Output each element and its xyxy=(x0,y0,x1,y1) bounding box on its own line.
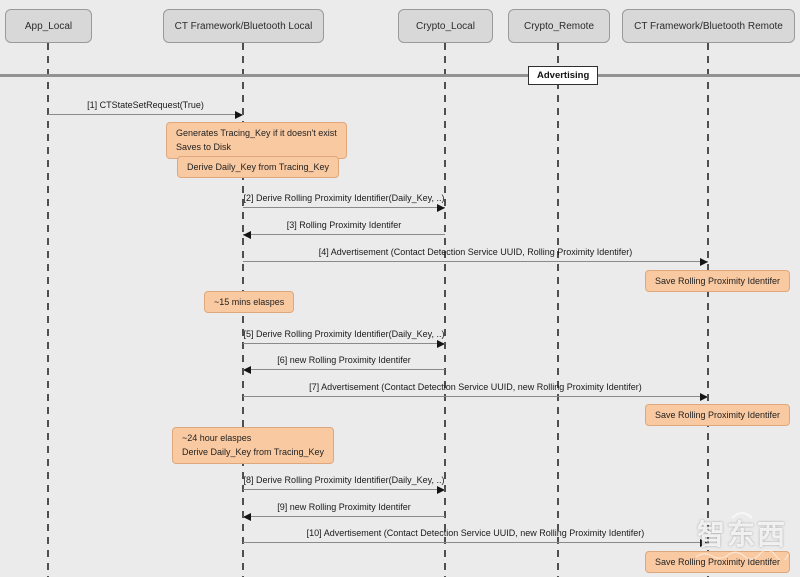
message-label: [6] new Rolling Proximity Identifer xyxy=(277,355,411,365)
arrow-right-icon xyxy=(243,204,445,212)
phase-divider-line xyxy=(0,74,800,77)
participant-label: App_Local xyxy=(24,20,73,32)
arrow-left-icon xyxy=(243,513,445,521)
participant-ct-framework-remote: CT Framework/Bluetooth Remote xyxy=(622,9,795,43)
message-10-advertisement: [10] Advertisement (Contact Detection Se… xyxy=(243,527,708,547)
phase-divider-label: Advertising xyxy=(528,66,599,85)
arrow-right-icon xyxy=(243,340,445,348)
message-label: [7] Advertisement (Contact Detection Ser… xyxy=(309,382,642,392)
arrow-left-icon xyxy=(243,366,445,374)
participant-label: CT Framework/Bluetooth Remote xyxy=(634,20,783,32)
note-generates-tracing-key: Generates Tracing_Key if it doesn't exis… xyxy=(166,122,347,159)
participant-label: CT Framework/Bluetooth Local xyxy=(174,20,313,32)
arrow-left-icon xyxy=(243,231,445,239)
participant-ct-framework-local: CT Framework/Bluetooth Local xyxy=(163,9,324,43)
lifeline-ct-framework-remote xyxy=(707,43,709,577)
message-8-derive-rpi: [8] Derive Rolling Proximity Identifier(… xyxy=(243,474,445,494)
participant-label: Crypto_Local xyxy=(416,20,475,32)
arrow-right-icon xyxy=(48,111,243,119)
message-3-rpi-return: [3] Rolling Proximity Identifer xyxy=(243,219,445,239)
arrow-right-icon xyxy=(243,393,708,401)
message-label: [1] CTStateSetRequest(True) xyxy=(87,100,204,110)
message-label: [9] new Rolling Proximity Identifer xyxy=(277,502,411,512)
arrow-right-icon xyxy=(243,486,445,494)
message-9-new-rpi-return: [9] new Rolling Proximity Identifer xyxy=(243,501,445,521)
message-label: [8] Derive Rolling Proximity Identifier(… xyxy=(243,475,445,485)
message-label: [4] Advertisement (Contact Detection Ser… xyxy=(318,247,633,257)
lifeline-crypto-remote xyxy=(557,43,559,577)
message-label: [5] Derive Rolling Proximity Identifier(… xyxy=(243,329,445,339)
message-2-derive-rpi: [2] Derive Rolling Proximity Identifier(… xyxy=(243,192,445,212)
participant-label: Crypto_Remote xyxy=(523,20,595,32)
message-label: [10] Advertisement (Contact Detection Se… xyxy=(306,528,645,538)
note-24-hour-elapses: ~24 hour elaspes Derive Daily_Key from T… xyxy=(172,427,335,464)
message-6-new-rpi-return: [6] new Rolling Proximity Identifer xyxy=(243,354,445,374)
message-5-derive-rpi: [5] Derive Rolling Proximity Identifier(… xyxy=(243,328,445,348)
arrow-right-icon xyxy=(243,258,708,266)
message-4-advertisement: [4] Advertisement (Contact Detection Ser… xyxy=(243,246,708,266)
message-label: [3] Rolling Proximity Identifer xyxy=(286,220,402,230)
note-derive-daily-key: Derive Daily_Key from Tracing_Key xyxy=(177,156,340,179)
note-15-mins-elapses: ~15 mins elaspes xyxy=(204,291,295,314)
participant-crypto-local: Crypto_Local xyxy=(398,9,493,43)
note-save-rpi-1: Save Rolling Proximity Identifer xyxy=(645,270,791,293)
note-save-rpi-2: Save Rolling Proximity Identifer xyxy=(645,404,791,427)
note-save-rpi-3: Save Rolling Proximity Identifer xyxy=(645,551,791,574)
participant-app-local: App_Local xyxy=(5,9,92,43)
arrow-right-icon xyxy=(243,539,708,547)
participant-crypto-remote: Crypto_Remote xyxy=(508,9,610,43)
watermark-logo-icon xyxy=(731,512,753,519)
lifeline-app-local xyxy=(47,43,49,577)
message-label: [2] Derive Rolling Proximity Identifier(… xyxy=(243,193,445,203)
message-7-advertisement: [7] Advertisement (Contact Detection Ser… xyxy=(243,381,708,401)
lifeline-crypto-local xyxy=(444,43,446,577)
message-1-ctstatesetrequest: [1] CTStateSetRequest(True) xyxy=(48,99,243,119)
